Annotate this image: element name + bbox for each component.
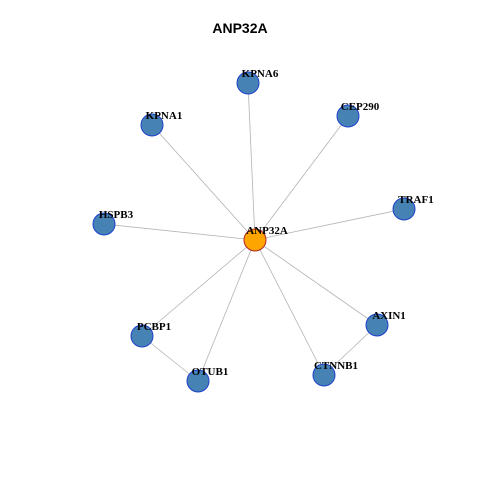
node-label-traf1: TRAF1	[398, 194, 433, 206]
node-label-kpna1: KPNA1	[146, 110, 183, 122]
node-label-anp32a: ANP32A	[246, 225, 288, 237]
node-label-otub1: OTUB1	[192, 366, 229, 378]
edge-anp32a-kpna1	[151, 124, 256, 241]
node-hspb3[interactable]	[92, 212, 116, 236]
graph-title: ANP32A	[212, 20, 268, 36]
node-cep290[interactable]	[336, 104, 360, 128]
edge-anp32a-kpna6	[247, 82, 256, 241]
node-kpna6[interactable]	[236, 71, 260, 95]
node-label-cep290: CEP290	[341, 101, 380, 113]
edge-anp32a-traf1	[254, 208, 405, 241]
edge-anp32a-axin1	[254, 239, 378, 326]
edge-anp32a-otub1	[197, 239, 256, 382]
node-label-pcbp1: PCBP1	[137, 321, 171, 333]
node-label-ctnnb1: CTNNB1	[314, 360, 358, 372]
edge-axin1-ctnnb1	[323, 324, 378, 376]
edge-anp32a-cep290	[254, 115, 349, 241]
node-ctnnb1[interactable]	[312, 363, 336, 387]
nodes-layer	[92, 71, 416, 393]
edges-layer	[103, 82, 405, 382]
edge-pcbp1-otub1	[141, 335, 199, 382]
node-anp32a[interactable]	[243, 228, 267, 252]
node-label-axin1: AXIN1	[372, 310, 406, 322]
node-label-hspb3: HSPB3	[99, 209, 134, 221]
edge-anp32a-pcbp1	[141, 239, 256, 337]
node-pcbp1[interactable]	[130, 324, 154, 348]
labels-layer: KPNA6CEP290KPNA1TRAF1HSPB3AXIN1PCBP1CTNN…	[99, 68, 434, 378]
edge-anp32a-ctnnb1	[254, 239, 325, 376]
node-traf1[interactable]	[392, 197, 416, 221]
node-label-kpna6: KPNA6	[242, 68, 279, 80]
node-axin1[interactable]	[365, 313, 389, 337]
edge-anp32a-hspb3	[103, 223, 256, 241]
node-otub1[interactable]	[186, 369, 210, 393]
node-kpna1[interactable]	[140, 113, 164, 137]
